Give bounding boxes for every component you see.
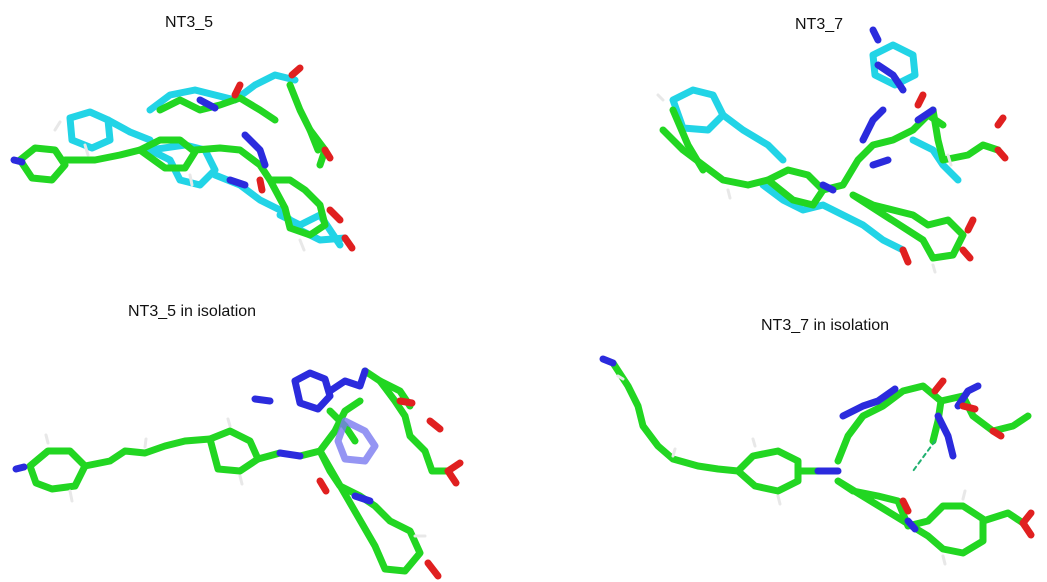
panel-label: NT3_7 in isolation	[761, 317, 890, 334]
panel-label: NT3_5 in isolation	[128, 303, 257, 320]
panel-nt3-5-isolation: NT3_5 in isolation	[0, 291, 523, 582]
molecule-structure	[599, 355, 1035, 566]
panel-nt3-5: NT3_5	[0, 0, 523, 291]
panel-label: NT3_7	[795, 16, 844, 33]
molecule-structure-overlay	[656, 26, 1009, 274]
molecule-structure-overlay	[10, 64, 356, 252]
molecule-structure	[12, 367, 464, 580]
panel-nt3-7-isolation: NT3_7 in isolation	[523, 291, 1047, 582]
panel-label: NT3_5	[165, 14, 214, 31]
panel-nt3-7: NT3_7	[523, 0, 1047, 291]
